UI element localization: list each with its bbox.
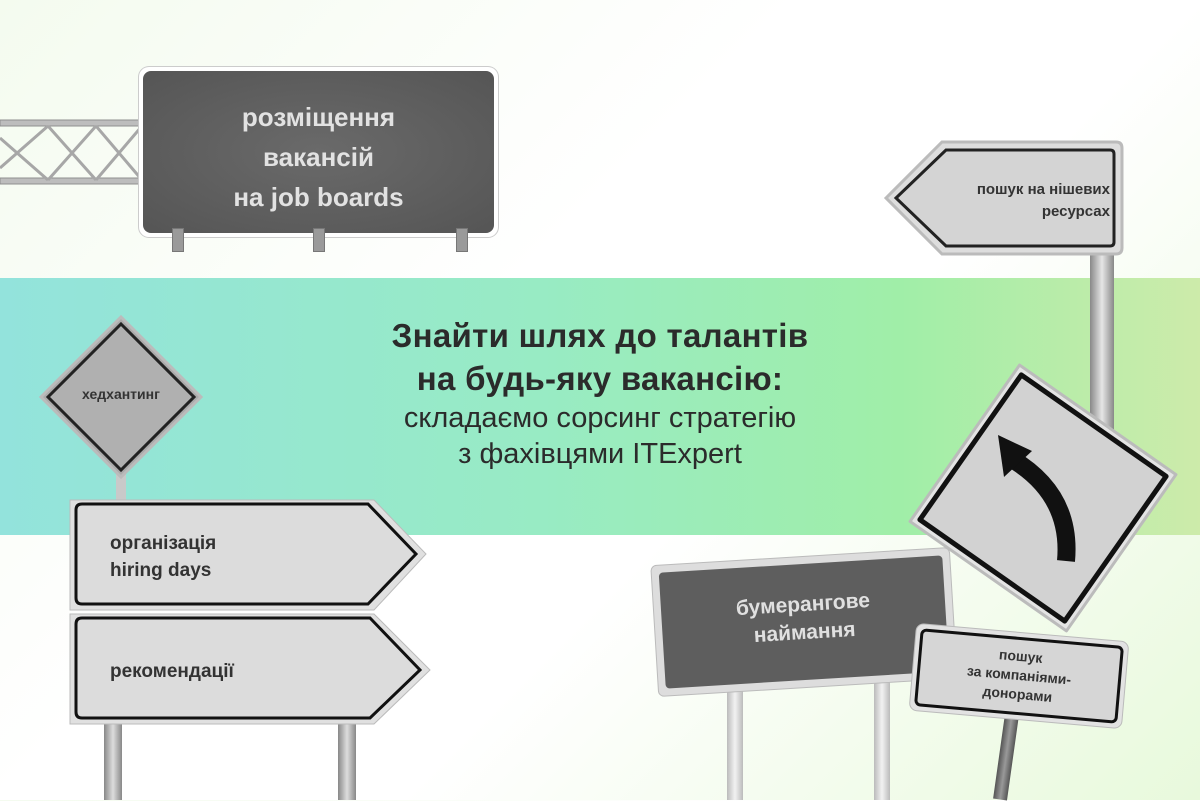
headline: Знайти шлях до талантів на будь-яку вака… [330,314,870,472]
sign-curve-diamond [908,363,1178,633]
sign-bracket [456,228,468,252]
sign-headhunting [38,314,204,480]
headline-line3: складаємо сорсинг стратегію [403,402,797,434]
sign-job-boards: розміщення вакансій на job boards [139,67,498,237]
sign-pole [104,722,122,800]
sign-hiring-days-line2: hiring days [110,560,212,581]
sign-bracket [172,228,184,252]
sign-hiring-days-line1: організація [110,533,217,554]
sign-hiring-days-text: організація hiring days [110,530,216,584]
headline-line4: з фахівцями ITExpert [458,438,742,470]
sign-niche-text: пошук на нішевих ресурсах [900,179,1116,223]
sign-pole [727,685,743,800]
sign-bracket [313,228,325,252]
sign-job-boards-line1: розміщення [241,102,396,132]
sign-arrow-board [69,499,431,725]
curve-left-arrow-icon [998,435,1076,562]
sign-niche-line1: пошук на нішевих [976,181,1110,198]
sign-pole [338,722,356,800]
truss-beam [0,119,142,185]
headline-line1: Знайти шлях до талантів [391,317,809,354]
sign-niche-line2: ресурсах [1041,203,1110,220]
sign-niche-resources [883,140,1124,256]
sign-job-boards-line2: вакансій [263,142,374,172]
headline-line2: на будь-яку вакансію: [416,360,784,397]
sign-donor-companies: пошук за компаніями- донорами [908,622,1130,730]
sign-pole [116,460,126,505]
sign-referrals-label: рекомендації [110,661,234,682]
sign-job-boards-line3: на job boards [233,182,404,212]
sign-pole [1090,250,1114,430]
sign-pole [874,670,890,800]
sign-headhunting-label: хедхантинг [82,386,160,402]
